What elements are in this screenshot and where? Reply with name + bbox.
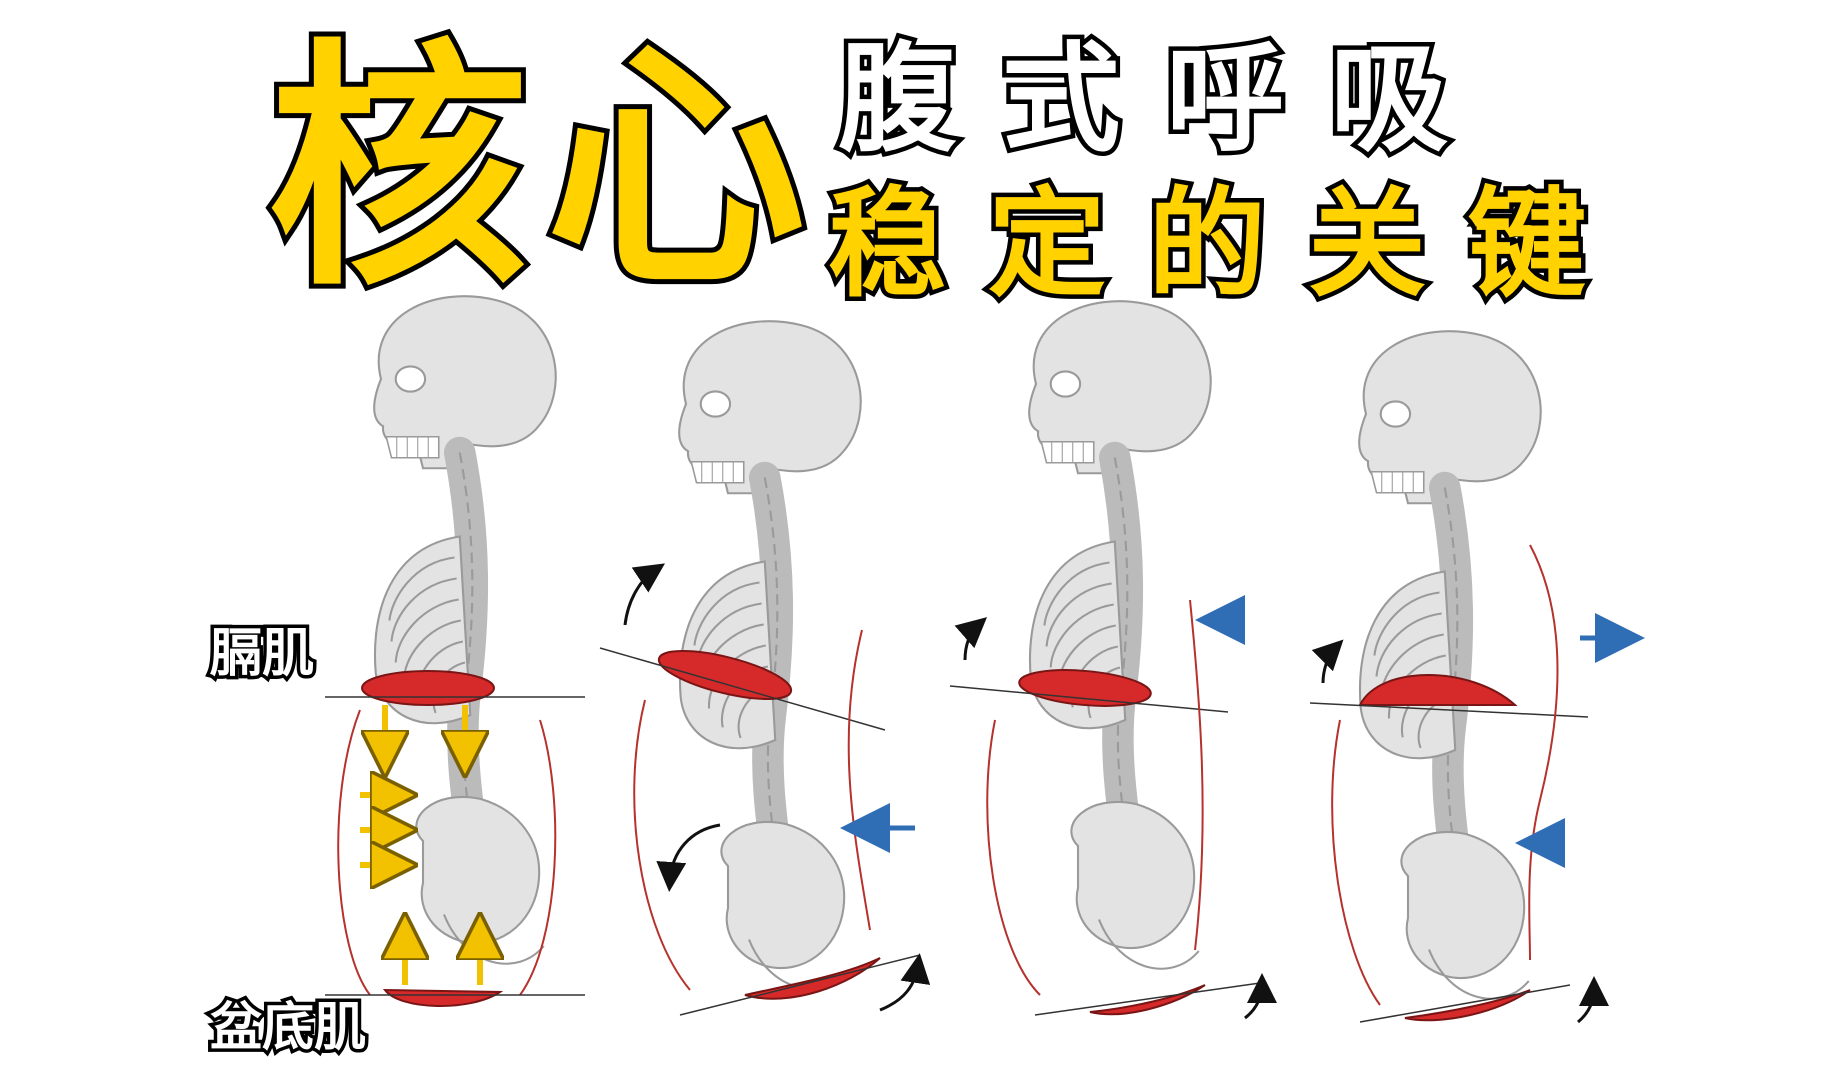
title-abdominal-breathing: 腹式呼吸 <box>833 30 1495 168</box>
pelvic-floor-muscle <box>382 988 504 1007</box>
title-core: 核心 <box>263 19 824 321</box>
label-pelvic-floor: 盆底肌 <box>206 998 369 1058</box>
yellow-arrows <box>360 705 480 985</box>
skeleton-figure-1 <box>325 296 585 1007</box>
skeleton-figure-3 <box>949 301 1277 1020</box>
skeleton-figure-2 <box>599 321 931 1016</box>
label-diaphragm: 膈肌 <box>206 624 317 684</box>
title-stability-key: 稳定的关键 <box>823 175 1629 313</box>
diaphragm-muscle <box>361 670 495 706</box>
skeleton-figure-4 <box>1309 331 1645 1024</box>
